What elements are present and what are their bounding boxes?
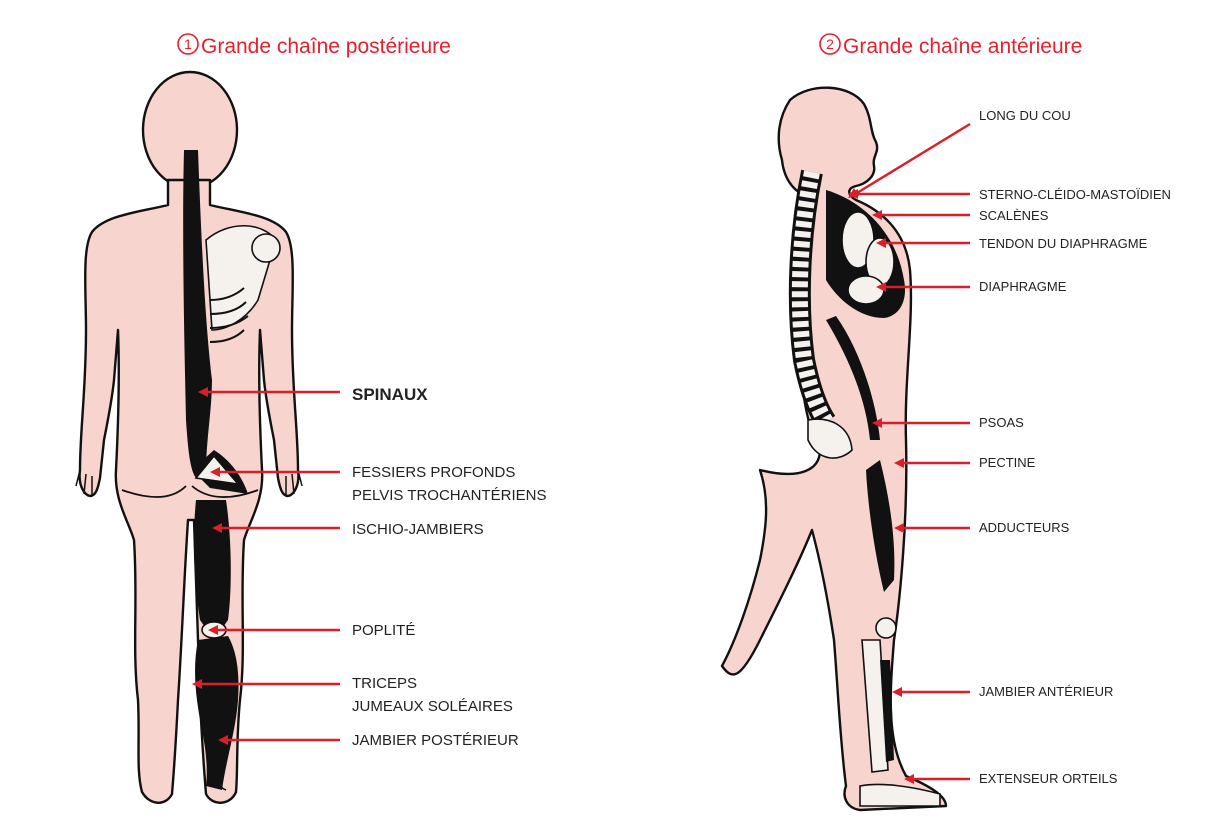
label-triceps-1: TRICEPS	[352, 675, 417, 692]
label-adducteurs: ADDUCTEURS	[979, 520, 1070, 535]
right-labels: LONG DU COU STERNO-CLÉIDO-MASTOÏDIEN SCA…	[979, 108, 1171, 786]
label-psoas: PSOAS	[979, 415, 1024, 430]
label-long-du-cou: LONG DU COU	[979, 108, 1071, 123]
title-number-2: 2	[820, 34, 840, 54]
label-triceps-2: JUMEAUX SOLÉAIRES	[352, 698, 513, 715]
shoulder-joint	[252, 234, 280, 262]
label-poplite: POPLITÉ	[352, 622, 415, 639]
right-panel: 2 Grande chaîne antérieure	[722, 34, 1171, 810]
posterior-body-figure	[76, 72, 302, 803]
label-scalenes: SCALÈNES	[979, 208, 1049, 223]
label-pectine: PECTINE	[979, 455, 1036, 470]
label-jambier-anterieur: JAMBIER ANTÉRIEUR	[979, 684, 1113, 699]
label-diaphragme: DIAPHRAGME	[979, 279, 1067, 294]
title-number-text: 1	[184, 36, 192, 52]
label-spinaux: SPINAUX	[352, 385, 428, 404]
title-number-1: 1	[178, 34, 198, 54]
anterior-body-figure	[722, 88, 946, 810]
title-number-text-2: 2	[826, 36, 834, 52]
label-ischio: ISCHIO-JAMBIERS	[352, 521, 484, 538]
right-title: Grande chaîne antérieure	[843, 35, 1082, 58]
label-jambier-posterieur: JAMBIER POSTÉRIEUR	[352, 732, 519, 749]
left-title: Grande chaîne postérieure	[201, 35, 451, 58]
label-tendon-diaphragme: TENDON DU DIAPHRAGME	[979, 236, 1148, 251]
label-fessiers-2: PELVIS TROCHANTÉRIENS	[352, 487, 547, 504]
label-extenseur: EXTENSEUR ORTEILS	[979, 771, 1118, 786]
label-fessiers-1: FESSIERS PROFONDS	[352, 464, 515, 481]
left-panel: 1 Grande chaîne postérieure	[76, 34, 547, 803]
diaphragm-dome	[848, 276, 884, 304]
knee-bone	[876, 618, 896, 638]
left-labels: SPINAUX FESSIERS PROFONDS PELVIS TROCHAN…	[352, 385, 547, 749]
label-sterno: STERNO-CLÉIDO-MASTOÏDIEN	[979, 187, 1171, 202]
